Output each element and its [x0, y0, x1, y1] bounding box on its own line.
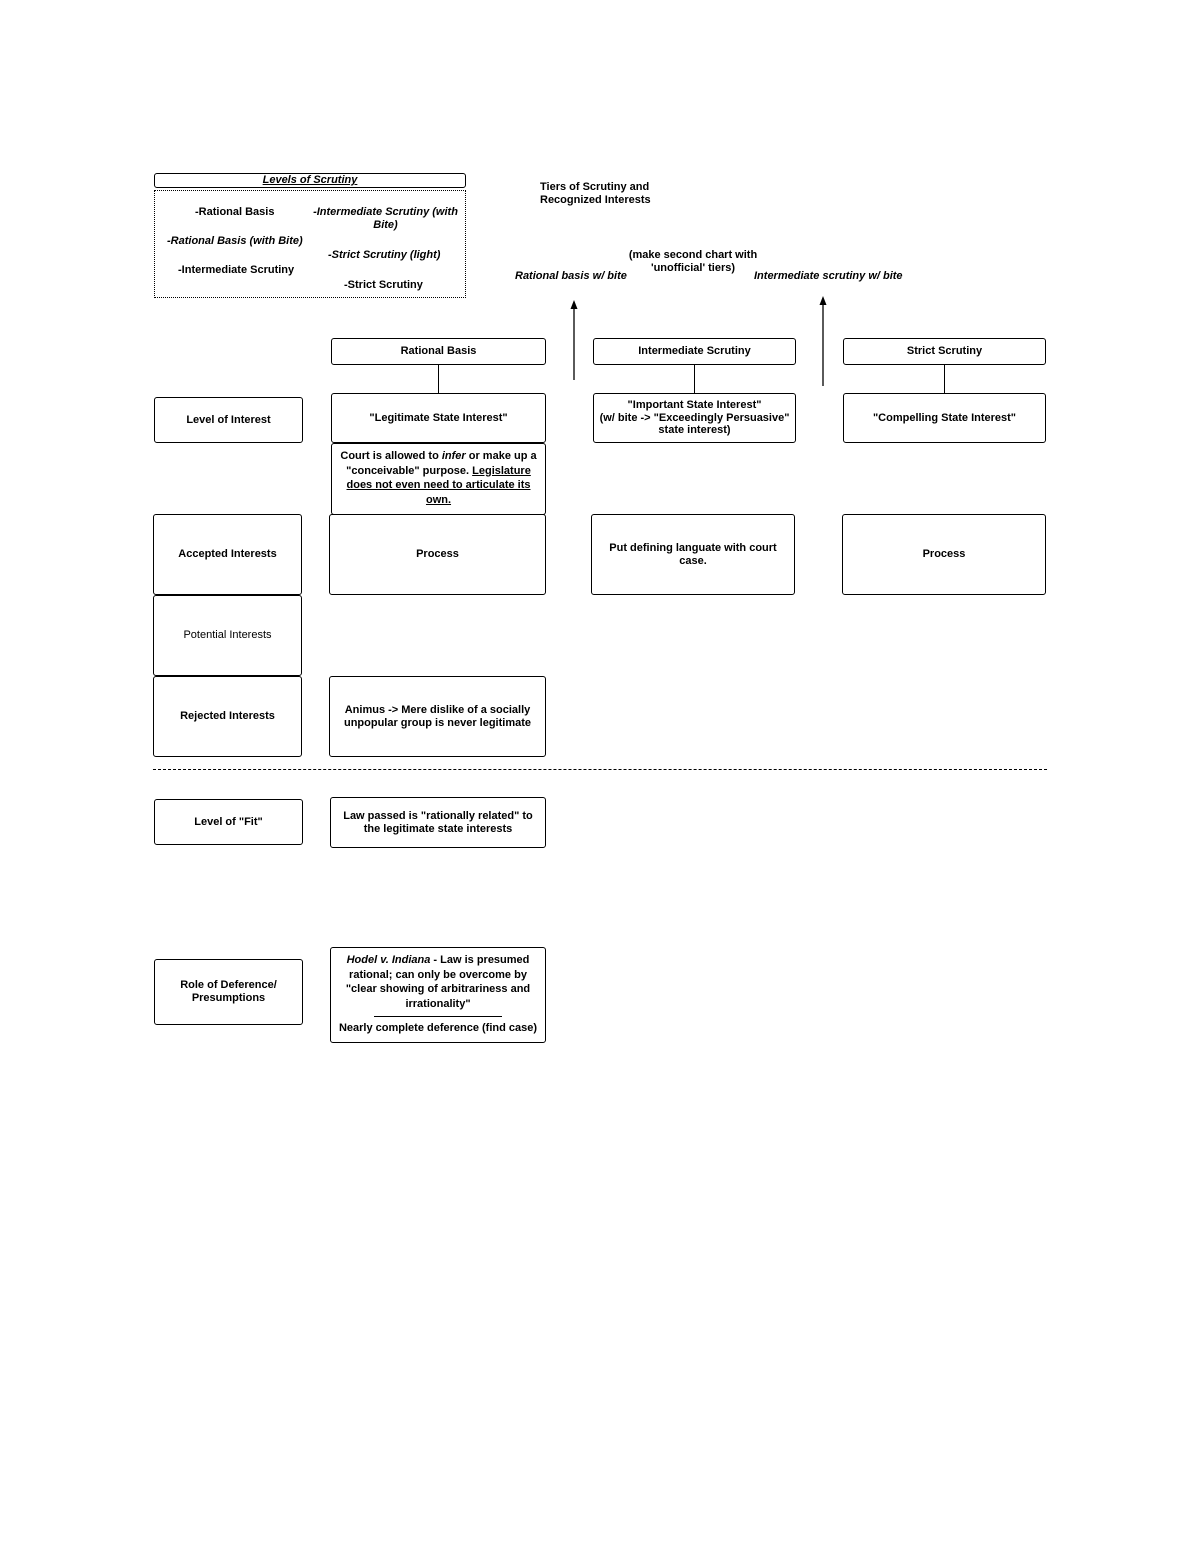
cell-rational-rejected: Animus -> Mere dislike of a socially unp… — [329, 676, 546, 757]
column-header-rational-basis: Rational Basis — [331, 338, 546, 365]
connector-strict — [944, 365, 945, 393]
cell-rational-deference: Hodel v. Indiana - Law is presumed ratio… — [330, 947, 546, 1043]
legend-title: Levels of Scrutiny — [154, 173, 466, 188]
row-label-level-of-fit: Level of "Fit" — [154, 799, 303, 845]
cell-intermediate-accepted: Put defining languate with court case. — [591, 514, 795, 595]
note-line1: (make second chart with — [628, 249, 758, 261]
up-arrow-rational-bite — [570, 300, 578, 380]
row-label-deference: Role of Deference/ Presumptions — [154, 959, 303, 1025]
row-label-rejected-interests: Rejected Interests — [153, 676, 302, 757]
note-text: (make second chart with 'unofficial' tie… — [615, 249, 771, 275]
intermediate-interest-line3: state interest) — [658, 424, 731, 437]
cell-rational-fit: Law passed is "rationally related" to th… — [330, 797, 546, 848]
legend-item-strict: -Strict Scrutiny — [344, 279, 423, 291]
deference-divider — [374, 1016, 502, 1017]
cell-rational-interest: "Legitimate State Interest" — [331, 393, 546, 443]
deference-text: Hodel v. Indiana - Law is presumed ratio… — [337, 953, 539, 1013]
cell-rational-note: Court is allowed to infer or make up a "… — [331, 443, 546, 515]
legend-item-rational-basis: -Rational Basis — [195, 206, 275, 218]
intermediate-interest-line2: (w/ bite -> "Exceedingly Persuasive" — [599, 411, 790, 424]
legend-item-rational-basis-bite: -Rational Basis (with Bite) — [167, 235, 303, 247]
connector-rational — [438, 365, 439, 393]
column-header-intermediate-scrutiny: Intermediate Scrutiny — [593, 338, 796, 365]
arrow-label-intermediate-bite: Intermediate scrutiny w/ bite — [754, 270, 903, 282]
up-arrow-intermediate-bite — [819, 296, 827, 386]
row-label-accepted-interests: Accepted Interests — [153, 514, 302, 595]
connector-intermediate — [694, 365, 695, 393]
diagram-title-line2: Recognized Interests — [540, 194, 651, 206]
section-divider — [153, 769, 1047, 770]
diagram-title: Tiers of Scrutiny and Recognized Interes… — [540, 181, 651, 207]
cell-rational-accepted: Process — [329, 514, 546, 595]
column-header-strict-scrutiny: Strict Scrutiny — [843, 338, 1046, 365]
rational-note-part-c: or make up a "conceivable" purpose. — [346, 450, 537, 477]
deference-label-line2: Presumptions — [191, 992, 266, 1004]
rational-note-infer: infer — [441, 450, 466, 462]
cell-strict-accepted: Process — [842, 514, 1046, 595]
rational-note-underlined: Legislature does not even need to articu… — [346, 464, 531, 506]
note-line2: 'unofficial' tiers) — [650, 262, 736, 274]
deference-text-body: - Law is presumed rational; can only be … — [345, 954, 531, 1010]
arrow-label-rational-bite: Rational basis w/ bite — [515, 270, 627, 282]
legend-item-strict-light: -Strict Scrutiny (light) — [328, 249, 441, 261]
deference-bottom-text: Nearly complete deference (find case) — [338, 1022, 538, 1034]
legend-box — [154, 190, 466, 298]
cell-intermediate-interest: "Important State Interest" (w/ bite -> "… — [593, 393, 796, 443]
row-label-level-of-interest: Level of Interest — [154, 397, 303, 443]
deference-case-name: Hodel v. Indiana — [346, 954, 431, 966]
rational-note-part-a: Court is allowed to — [340, 450, 442, 462]
intermediate-interest-line1: "Important State Interest" — [627, 399, 762, 412]
diagram-title-line1: Tiers of Scrutiny and — [540, 181, 650, 193]
legend-item-intermediate: -Intermediate Scrutiny — [178, 264, 295, 276]
cell-strict-interest: "Compelling State Interest" — [843, 393, 1046, 443]
legend-item-intermediate-bite: -Intermediate Scrutiny (with Bite) — [313, 206, 458, 231]
deference-label-line1: Role of Deference/ — [180, 979, 277, 991]
row-label-potential-interests: Potential Interests — [153, 595, 302, 676]
